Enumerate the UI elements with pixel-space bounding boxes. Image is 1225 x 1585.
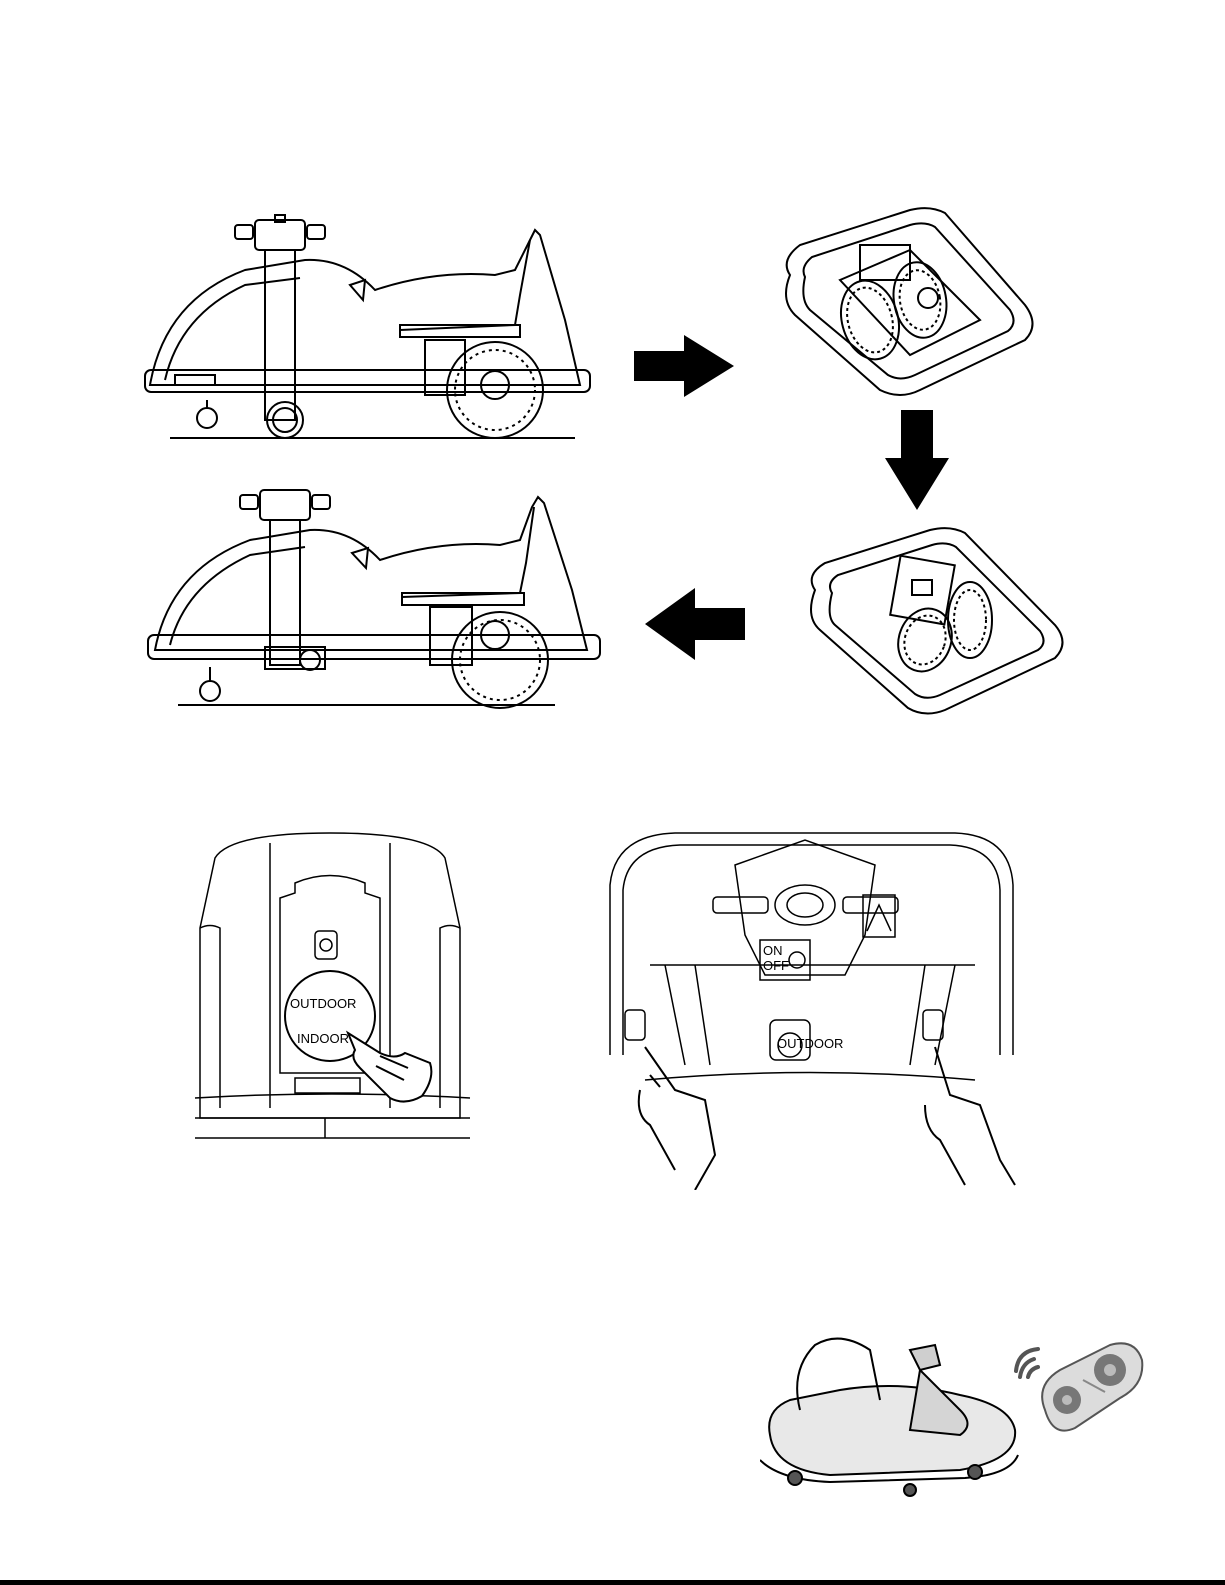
cart-side-view-wheel-down [140,485,605,710]
pointing-hand-icon [925,1047,1015,1185]
on-label: ON [763,943,783,958]
arrow-down-icon [885,410,949,510]
dashboard-front-view: ON OFF OUTDOOR [605,825,1020,1190]
dashboard-switch-label: OUTDOOR [777,1036,843,1051]
pointing-hand-icon [639,1047,715,1190]
outdoor-label: OUTDOOR [290,996,356,1011]
page-bottom-rule [0,1580,1225,1585]
arrow-right-icon [634,335,734,397]
switch-panel-closeup: OUTDOOR INDOOR [190,828,475,1143]
cart-base-wheel-tilted [770,205,1050,405]
remote-control-image [1035,1340,1145,1440]
arrow-left-icon [645,588,745,660]
indoor-label: INDOOR [297,1031,349,1046]
bumper-car-product-image [760,1310,1020,1500]
cart-base-wheel-locked [800,525,1080,720]
cart-side-view-wheel-up [135,210,595,450]
